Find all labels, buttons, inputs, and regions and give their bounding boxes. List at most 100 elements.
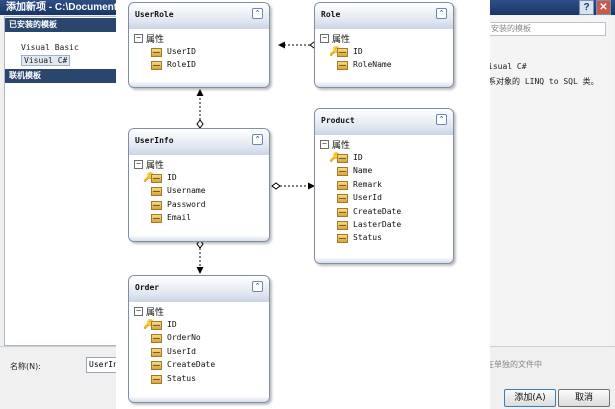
add-button[interactable]: 添加(A) — [504, 389, 556, 407]
property-label: OrderNo — [167, 333, 201, 343]
property-row[interactable]: 🔑ID — [315, 152, 453, 165]
primary-key-icon: 🔑 — [329, 47, 341, 57]
properties-section[interactable]: − 属性 — [129, 305, 269, 319]
entity-userinfo[interactable]: UserInfo ⌃ − 属性 🔑 ID Username Password Em… — [128, 128, 270, 242]
property-icon — [337, 194, 348, 204]
property-row[interactable]: Email — [129, 212, 269, 225]
entity-header: Role ⌃ — [315, 3, 453, 29]
property-icon — [337, 234, 348, 244]
property-row[interactable]: 🔑 ID — [129, 172, 269, 185]
section-collapse-icon[interactable]: − — [134, 34, 143, 43]
property-row[interactable]: Remark — [315, 179, 453, 192]
entity-footer — [315, 257, 453, 263]
properties-section[interactable]: − 属性 — [315, 32, 453, 46]
collapse-icon[interactable]: ⌃ — [252, 281, 263, 292]
property-row[interactable]: LasterDate — [315, 219, 453, 232]
template-info-panel: 安装的模板 isual C# 系对象的 LINQ to SQL 类。 — [488, 16, 614, 346]
entity-product[interactable]: Product ⌃ − 属性 🔑ID Name Remark UserId Cr… — [314, 108, 454, 264]
property-row[interactable]: Status — [129, 373, 269, 386]
association-userinfo-order[interactable] — [196, 239, 204, 274]
tree-item-visual-basic[interactable]: Visual Basic — [21, 43, 79, 52]
primary-key-icon: 🔑 — [143, 173, 155, 183]
collapse-icon[interactable]: ⌃ — [436, 114, 447, 125]
property-row[interactable]: RoleName — [315, 59, 453, 72]
property-label: Remark — [353, 179, 382, 189]
property-icon — [151, 200, 162, 210]
property-row[interactable]: UserId — [129, 346, 269, 359]
section-collapse-icon[interactable]: − — [320, 34, 329, 43]
help-button[interactable]: ? — [579, 0, 594, 15]
entity-title: Order — [135, 283, 160, 292]
property-row[interactable]: Status — [315, 232, 453, 245]
property-row[interactable]: RoleID — [129, 59, 269, 72]
entity-header: Order ⌃ — [129, 276, 269, 302]
entity-body: − 属性 🔑 ID OrderNo UserId CreateDate Statu… — [129, 305, 269, 392]
association-userinfo-userrole[interactable] — [196, 89, 204, 129]
property-icon — [151, 347, 162, 357]
entity-userrole[interactable]: UserRole ⌃ − 属性 UserID RoleID — [128, 2, 270, 88]
entity-title: UserRole — [135, 10, 174, 19]
entity-footer — [129, 396, 269, 402]
properties-section[interactable]: − 属性 — [129, 32, 269, 46]
entity-footer — [315, 81, 453, 87]
entity-footer — [129, 81, 269, 87]
property-icon — [337, 154, 348, 163]
property-row[interactable]: UserID — [129, 46, 269, 59]
property-label: Status — [167, 373, 196, 383]
properties-section[interactable]: − 属性 — [129, 158, 269, 172]
collapse-icon[interactable]: ⌃ — [252, 134, 263, 145]
cancel-button[interactable]: 取消 — [558, 389, 610, 407]
close-button[interactable]: ✕ — [596, 0, 611, 15]
property-icon — [151, 321, 162, 330]
property-row[interactable]: Username — [129, 185, 269, 198]
property-icon — [151, 48, 162, 57]
online-templates-header[interactable]: 联机模板 — [5, 69, 130, 83]
property-label: ID — [167, 320, 177, 329]
section-collapse-icon[interactable]: − — [320, 140, 329, 149]
entity-footer — [129, 235, 269, 241]
primary-key-icon: 🔑 — [143, 320, 155, 330]
property-icon — [337, 180, 348, 190]
entity-order[interactable]: Order ⌃ − 属性 🔑 ID OrderNo UserId CreateDa… — [128, 275, 270, 403]
property-label: ID — [353, 47, 363, 56]
property-row[interactable]: Password — [129, 199, 269, 212]
property-row[interactable]: 🔑 ID — [315, 46, 453, 59]
entity-title: UserInfo — [135, 136, 174, 145]
properties-section[interactable]: − 属性 — [315, 138, 453, 152]
section-label: 属性 — [332, 141, 351, 151]
collapse-icon[interactable]: ⌃ — [252, 8, 263, 19]
separate-file-checkbox-label[interactable]: 在单独的文件中 — [486, 360, 542, 369]
installed-templates-header[interactable]: 已安装的模板 — [5, 18, 130, 32]
property-label: Status — [353, 233, 382, 243]
section-label: 属性 — [332, 35, 351, 45]
template-description-text: 系对象的 LINQ to SQL 类。 — [488, 77, 599, 86]
section-label: 属性 — [146, 35, 165, 45]
section-label: 属性 — [146, 308, 165, 318]
collapse-icon[interactable]: ⌃ — [436, 8, 447, 19]
entity-role[interactable]: Role ⌃ − 属性 🔑 ID RoleName — [314, 2, 454, 88]
property-label: RoleName — [353, 60, 392, 70]
property-label: ID — [167, 173, 177, 182]
property-label: CreateDate — [353, 206, 402, 216]
property-row[interactable]: UserId — [315, 192, 453, 205]
property-label: ID — [353, 153, 363, 162]
tree-item-visual-csharp[interactable]: Visual C# — [21, 55, 71, 66]
property-label: Email — [167, 213, 192, 223]
section-collapse-icon[interactable]: − — [134, 307, 143, 316]
property-row[interactable]: 🔑 ID — [129, 319, 269, 332]
property-row[interactable]: Name — [315, 165, 453, 178]
section-label: 属性 — [146, 161, 165, 171]
property-row[interactable]: CreateDate — [129, 359, 269, 372]
search-installed-templates-input[interactable]: 安装的模板 — [488, 22, 606, 36]
association-role-userrole[interactable] — [278, 41, 319, 49]
property-row[interactable]: CreateDate — [315, 206, 453, 219]
property-icon — [151, 334, 162, 344]
property-label: CreateDate — [167, 360, 216, 370]
property-row[interactable]: OrderNo — [129, 332, 269, 345]
property-icon — [337, 207, 348, 217]
property-icon — [151, 374, 162, 384]
association-userinfo-product[interactable] — [271, 182, 315, 190]
property-label: LasterDate — [353, 219, 402, 229]
section-collapse-icon[interactable]: − — [134, 160, 143, 169]
entity-header: UserRole ⌃ — [129, 3, 269, 29]
